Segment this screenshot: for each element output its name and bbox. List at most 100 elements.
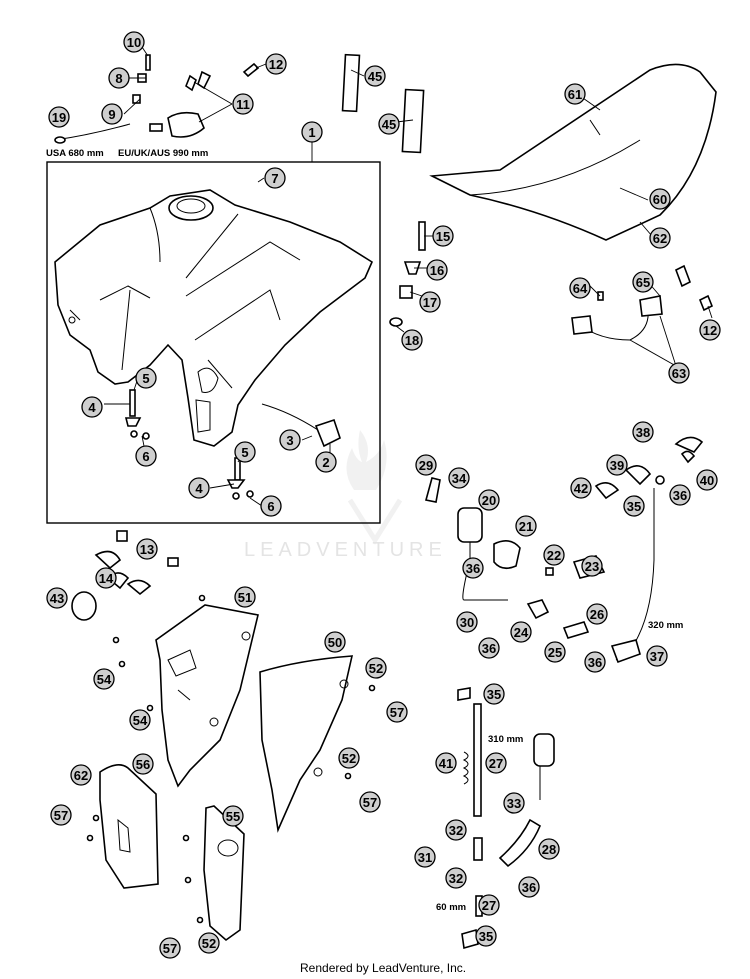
callout-number: 4 [88, 400, 96, 415]
callout-29: 29 [415, 454, 437, 476]
callout-number: 54 [133, 713, 148, 728]
callout-number: 35 [479, 929, 493, 944]
callout-bubble [101, 103, 123, 125]
callout-7: 7 [264, 167, 286, 189]
callout-bubble [129, 709, 151, 731]
callout-bubble [649, 227, 671, 249]
callout-number: 10 [127, 35, 141, 50]
harness-assembly [571, 264, 714, 341]
callout-bubble [81, 396, 103, 418]
hose-end-37 [610, 639, 641, 664]
callout-number: 21 [519, 519, 533, 534]
callout-50: 50 [324, 631, 346, 653]
callout-16: 16 [426, 259, 448, 281]
callout-bubble [543, 544, 565, 566]
callout-number: 17 [423, 295, 437, 310]
callout-bubble [669, 484, 691, 506]
callout-45: 45 [378, 113, 400, 135]
callout-bubble [50, 804, 72, 826]
note-hose-60: 60 mm [436, 902, 466, 913]
callout-bubble [234, 586, 256, 608]
callout-number: 36 [482, 641, 496, 656]
callout-bubble [135, 445, 157, 467]
callout-bubble [475, 925, 497, 947]
callout-number: 41 [439, 756, 453, 771]
side-panel-55 [203, 805, 245, 942]
callout-number: 39 [610, 458, 624, 473]
shroud-clips [71, 530, 179, 621]
callout-number: 40 [700, 473, 714, 488]
callout-10: 10 [123, 31, 145, 53]
fuel-filter [457, 507, 521, 570]
callout-number: 20 [482, 493, 496, 508]
callout-bubble [503, 792, 525, 814]
note-hose-310: 310 mm [488, 734, 523, 745]
callout-42: 42 [570, 477, 592, 499]
callout-bubble [132, 753, 154, 775]
callout-number: 8 [115, 71, 122, 86]
callout-52: 52 [198, 932, 220, 954]
watermark-logo [346, 430, 403, 545]
callout-38: 38 [632, 421, 654, 443]
callout-number: 7 [271, 171, 278, 186]
callout-32: 32 [445, 867, 467, 889]
callout-number: 6 [267, 499, 274, 514]
callout-number: 2 [322, 455, 329, 470]
callout-number: 1 [308, 125, 315, 140]
callout-bubble [478, 489, 500, 511]
callout-13: 13 [136, 538, 158, 560]
callout-number: 5 [142, 371, 149, 386]
callout-bubble [386, 701, 408, 723]
callout-number: 65 [636, 275, 650, 290]
callout-bubble [419, 291, 441, 313]
callout-number: 25 [548, 645, 562, 660]
clip-22 [545, 567, 554, 576]
callout-bubble [324, 631, 346, 653]
valve-24 [526, 599, 550, 620]
tank-mount-hardware [124, 389, 254, 500]
callout-number: 56 [136, 757, 150, 772]
callout-number: 64 [573, 281, 588, 296]
callout-39: 39 [606, 454, 628, 476]
callout-17: 17 [419, 291, 441, 313]
callout-45: 45 [364, 65, 386, 87]
callout-number: 57 [363, 795, 377, 810]
callout-number: 43 [50, 591, 64, 606]
callout-number: 28 [542, 842, 556, 857]
callout-bubble [584, 651, 606, 673]
callout-bubble [564, 83, 586, 105]
callout-bubble [123, 31, 145, 53]
callout-number: 57 [390, 705, 404, 720]
callout-number: 62 [74, 768, 88, 783]
callout-number: 57 [54, 808, 68, 823]
callout-number: 4 [195, 481, 203, 496]
callout-number: 50 [328, 635, 342, 650]
callout-bubble [432, 225, 454, 247]
callout-number: 52 [369, 661, 383, 676]
callout-number: 52 [202, 936, 216, 951]
callout-25: 25 [544, 641, 566, 663]
callout-bubble [279, 429, 301, 451]
callout-6: 6 [260, 495, 282, 517]
callout-number: 15 [436, 229, 450, 244]
callout-bubble [445, 867, 467, 889]
callout-bubble [485, 752, 507, 774]
callout-bubble [188, 477, 210, 499]
callout-9: 9 [101, 103, 123, 125]
callout-bubble [649, 188, 671, 210]
callout-36: 36 [462, 557, 484, 579]
callout-number: 27 [489, 756, 503, 771]
callout-30: 30 [456, 611, 478, 633]
fuel-tank [54, 189, 374, 447]
fuel-level-sensor [261, 403, 341, 448]
callout-number: 63 [672, 366, 686, 381]
callout-bubble [315, 451, 337, 473]
callout-40: 40 [696, 469, 718, 491]
callout-35: 35 [475, 925, 497, 947]
callout-41: 41 [435, 752, 457, 774]
valve-25 [562, 621, 590, 639]
callout-number: 52 [342, 751, 356, 766]
callout-bubble [338, 747, 360, 769]
callout-number: 36 [673, 488, 687, 503]
